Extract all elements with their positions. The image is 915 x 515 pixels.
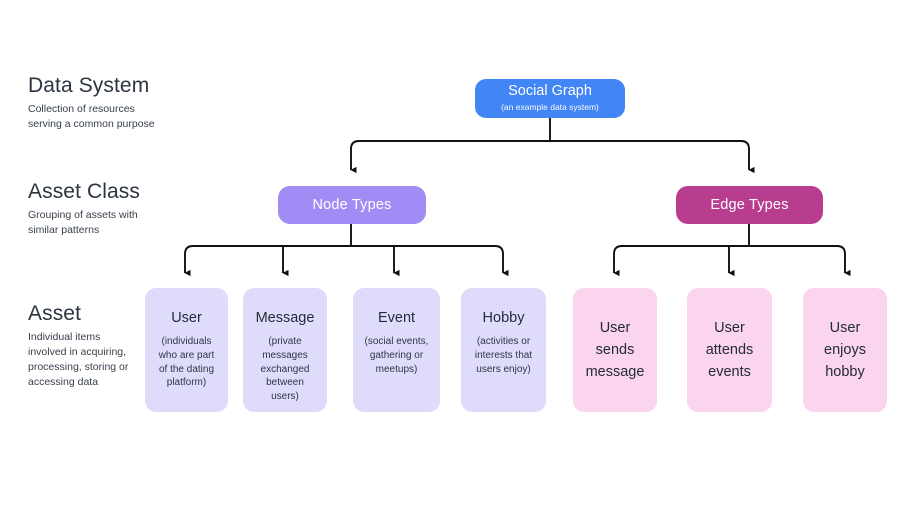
asset-user[interactable]: User (individuals who are part of the da… (145, 288, 228, 412)
asset-hobby-desc: (activities or interests that users enjo… (474, 336, 533, 375)
node-node-types-title: Node Types (312, 197, 392, 213)
connector-system-to-classes (350, 118, 755, 174)
asset-hobby-title: Hobby (482, 310, 525, 326)
row-title-asset: Asset (28, 302, 82, 325)
row-desc-data-system: Collection of resources serving a common… (28, 103, 155, 131)
asset-user-desc: (individuals who are part of the dating … (158, 336, 215, 389)
asset-message-title: Message (255, 310, 315, 326)
asset-user-attends-events-title: User attends events (705, 320, 754, 380)
asset-event-desc: (social events, gathering or meetups) (364, 336, 429, 375)
row-label-data-system: Data System Collection of resources serv… (28, 74, 213, 132)
node-social-graph-title: Social Graph (508, 83, 592, 100)
asset-user-enjoys-hobby[interactable]: User enjoys hobby (803, 288, 887, 412)
row-title-asset-class: Asset Class (28, 180, 140, 203)
row-label-asset: Asset Individual items involved in acqui… (28, 302, 213, 390)
row-label-asset-class: Asset Class Grouping of assets with simi… (28, 180, 213, 238)
asset-user-title: User (171, 310, 202, 326)
row-desc-asset-class: Grouping of assets with similar patterns (28, 209, 138, 237)
asset-hobby[interactable]: Hobby (activities or interests that user… (461, 288, 546, 412)
connector-edgetypes-to-assets (613, 223, 851, 277)
asset-user-enjoys-hobby-title: User enjoys hobby (824, 320, 866, 380)
node-edge-types[interactable]: Edge Types (676, 186, 823, 224)
asset-message[interactable]: Message (private messages exchanged betw… (243, 288, 327, 412)
asset-user-sends-message-title: User sends message (585, 320, 645, 380)
node-node-types[interactable]: Node Types (278, 186, 426, 224)
node-edge-types-title: Edge Types (710, 197, 789, 213)
asset-user-sends-message[interactable]: User sends message (573, 288, 657, 412)
asset-user-attends-events[interactable]: User attends events (687, 288, 772, 412)
row-title-data-system: Data System (28, 74, 150, 97)
connector-nodetypes-to-assets (184, 223, 509, 277)
node-social-graph-subtitle: (an example data system) (501, 102, 599, 113)
asset-event[interactable]: Event (social events, gathering or meetu… (353, 288, 440, 412)
node-social-graph[interactable]: Social Graph (an example data system) (475, 79, 625, 118)
row-desc-asset: Individual items involved in acquiring, … (28, 331, 129, 388)
asset-event-title: Event (377, 310, 416, 326)
asset-message-desc: (private messages exchanged between user… (260, 336, 310, 402)
